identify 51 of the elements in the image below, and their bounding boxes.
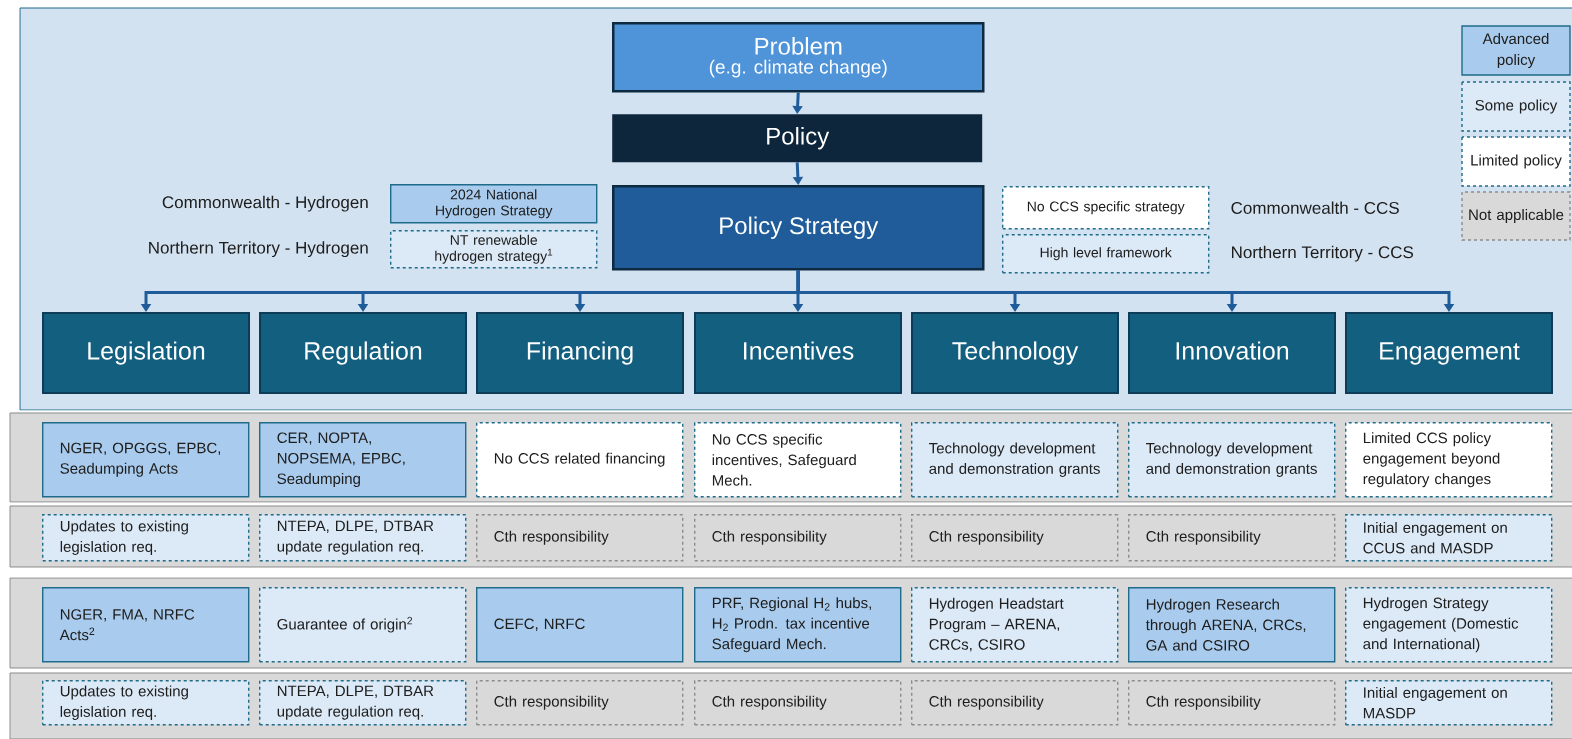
policy-cell: Cth responsibility — [694, 514, 902, 562]
row-label: Commonwealth - Hydrogen — [162, 195, 368, 212]
policy-cell: Cth responsibility — [911, 680, 1119, 726]
policy-cell: Updates to existing legislation req. — [42, 514, 250, 562]
policy-cell: CEFC, NRFC — [476, 587, 684, 663]
legend-label: Not applicable — [1469, 209, 1564, 223]
row-label: Commonwealth - CCS — [1231, 201, 1399, 214]
problem-box: Problem (e.g. climate change) — [612, 22, 985, 93]
policy-cell: Limited CCS policy engagement beyond regulatory changes — [1345, 422, 1553, 498]
category-box: Incentives — [694, 312, 902, 394]
policy-cell: NGER, OPGGS, EPBC, Seadumping Acts — [42, 422, 250, 498]
arrow — [796, 270, 1455, 312]
policy-cell: Guarantee of origin$^{2}$ — [259, 587, 467, 663]
row-label: Northern Territory - Hydrogen — [149, 241, 368, 258]
category-box: Financing — [476, 312, 684, 394]
policy-cell: Cth responsibility — [694, 680, 902, 726]
strategy-box: High level framework — [1002, 234, 1210, 274]
policy-cell: Initial engagement on MASDP — [1345, 680, 1553, 726]
policy-cell: No CCS related financing — [476, 422, 684, 498]
row-label: Northern Territory - CCS — [1232, 245, 1414, 262]
policy-box: Policy — [612, 114, 983, 163]
legend-label: Advanced policy — [1482, 33, 1549, 68]
legend-label: Some policy — [1475, 99, 1558, 114]
category-box: Legislation — [42, 312, 250, 394]
policy-cell: Cth responsibility — [1128, 514, 1336, 562]
category-box: Engagement — [1345, 312, 1553, 394]
policy-cell: PRF, Regional H$_{2}$ hubs, H$_{2}$ Prodn. tax incentive Safeguard Mech. — [694, 587, 902, 663]
policy-cell: Hydrogen Headstart Program – ARENA, CRCs, CSIRO — [911, 587, 1119, 663]
policy-cell: Cth responsibility — [1128, 680, 1336, 726]
policy-cell: Technology development and demonstration grants — [911, 422, 1119, 498]
policy-cell: Cth responsibility — [476, 514, 684, 562]
category-box: Technology — [911, 312, 1119, 394]
policy-cell: Updates to existing legislation req. — [42, 680, 250, 726]
strategy-box: No CCS specific strategy — [1002, 186, 1210, 230]
policy-cell: No CCS specific incentives, Safeguard Mech. — [694, 422, 902, 498]
policy-cell: Technology development and demonstration grants — [1128, 422, 1336, 498]
policy-cell: CER, NOPTA, NOPSEMA, EPBC, Seadumping — [259, 422, 467, 498]
policy-cell: Cth responsibility — [476, 680, 684, 726]
category-box: Innovation — [1128, 312, 1336, 394]
policy-cell: NGER, FMA, NRFC Acts$^{2}$ — [42, 587, 250, 663]
strategy-box: Policy Strategy — [612, 185, 985, 271]
policy-cell: Hydrogen Strategy engagement (Domestic and International) — [1345, 587, 1553, 663]
policy-cell: NTEPA, DLPE, DTBAR update regulation req. — [259, 680, 467, 726]
strategy-box: NT renewable hydrogen strategy$^{1}$ — [390, 230, 598, 269]
category-box: Regulation — [259, 312, 467, 394]
legend-label: Limited policy — [1471, 154, 1562, 169]
strategy-box: 2024 National Hydrogen Strategy — [390, 184, 598, 224]
policy-cell: Hydrogen Research through ARENA, CRCs, GA and CSIRO — [1128, 587, 1336, 663]
policy-cell: Initial engagement on CCUS and MASDP — [1345, 514, 1553, 562]
policy-cell: NTEPA, DLPE, DTBAR update regulation req. — [259, 514, 467, 562]
policy-cell: Cth responsibility — [911, 514, 1119, 562]
